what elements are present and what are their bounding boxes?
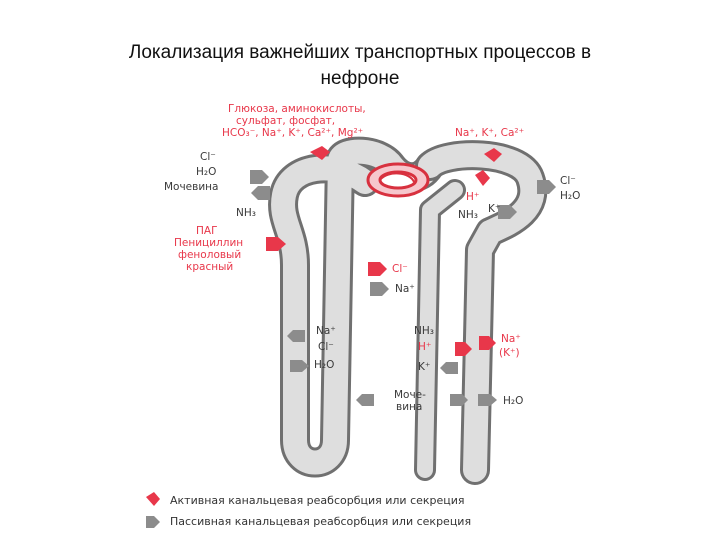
legend-passive-label: Пассивная канальцевая реабсорбция или се…	[170, 515, 471, 528]
legend-passive-swatch	[146, 516, 160, 528]
passive-arrows	[250, 170, 556, 406]
arrow-active-cd-h	[455, 342, 472, 356]
top-red-line-1: Глюкоза, аминокислоты,	[228, 103, 366, 115]
arrow-active-dct-h	[475, 170, 490, 186]
legend: Активная канальцевая реабсорбция или сек…	[146, 492, 471, 528]
label-desc-cl: Cl⁻	[318, 341, 334, 353]
label-desc-h2o: H₂O	[314, 359, 334, 371]
distal-tubule-substances: H⁺ NH₃ K⁺ Cl⁻ H₂O	[458, 175, 580, 221]
arrow-passive-cd-k	[440, 362, 458, 374]
title-line-2: нефроне	[320, 68, 400, 89]
label-cd-na: Na⁺	[501, 333, 521, 345]
label-asc-cl: Cl⁻	[392, 263, 408, 275]
label-dct-k: K⁺	[488, 203, 500, 215]
diagram-title: Локализация важнейших транспортных проце…	[0, 40, 720, 92]
top-right-red: Na⁺, K⁺, Ca²⁺	[455, 127, 524, 139]
title-line-1: Локализация важнейших транспортных проце…	[128, 42, 592, 63]
descending-limb-substances: Na⁺ Cl⁻ H₂O	[314, 325, 336, 371]
collecting-duct-substances: NH₃ H⁺ K⁺ Na⁺ (K⁺) Моче- вина H₂O	[394, 325, 523, 413]
nephron-tubules	[268, 136, 548, 485]
arrow-passive-left-urea	[251, 186, 270, 200]
label-cd-nh3: NH₃	[414, 325, 434, 337]
top-substances: Глюкоза, аминокислоты, сульфат, фосфат, …	[222, 103, 524, 139]
legend-active-label: Активная канальцевая реабсорбция или сек…	[170, 494, 465, 507]
label-pag-1: ПАГ	[196, 225, 217, 237]
label-left-h2o: H₂O	[196, 166, 216, 178]
arrow-passive-cd-h2o	[478, 394, 497, 406]
label-cd-k: K⁺	[418, 361, 430, 373]
label-cd-k-paren: (K⁺)	[499, 347, 520, 359]
label-left-cl: Cl⁻	[200, 151, 216, 163]
label-cd-h: H⁺	[418, 341, 431, 353]
label-left-urea: Мочевина	[164, 181, 218, 193]
label-right-h2o: H₂O	[560, 190, 580, 202]
label-dct-nh3: NH₃	[458, 209, 478, 221]
arrow-passive-asc-na	[370, 282, 389, 296]
legend-active-swatch	[146, 492, 160, 506]
label-dct-h: H⁺	[466, 191, 479, 203]
arrow-passive-cd-urea-right	[450, 394, 468, 406]
label-cd-urea-2: вина	[396, 401, 422, 413]
arrow-passive-desc-h2o	[290, 360, 309, 372]
arrow-active-asc-cl	[368, 262, 387, 276]
arrow-active-top-right	[484, 148, 502, 162]
label-left-nh3: NH₃	[236, 207, 256, 219]
label-right-cl: Cl⁻	[560, 175, 576, 187]
proximal-tubule-loop-fill	[271, 139, 442, 475]
distal-collecting-fill	[418, 143, 545, 482]
label-desc-na: Na⁺	[316, 325, 336, 337]
label-pag-4: красный	[186, 261, 233, 273]
ascending-limb-fill	[417, 182, 463, 478]
label-pag-3: феноловый	[178, 249, 241, 261]
top-red-line-3: HCO₃⁻, Na⁺, K⁺, Ca²⁺, Mg²⁺	[222, 127, 363, 139]
arrow-active-top-left	[310, 146, 330, 160]
arrow-passive-desc-na	[287, 330, 305, 342]
label-pag-2: Пенициллин	[174, 237, 243, 249]
arrow-passive-left-cl	[250, 170, 269, 184]
label-cd-urea-1: Моче-	[394, 389, 426, 401]
ascending-limb-substances: Cl⁻ Na⁺	[392, 263, 415, 295]
arrow-active-pag	[266, 237, 286, 251]
label-cd-h2o: H₂O	[503, 395, 523, 407]
arrow-passive-dct-k	[498, 205, 517, 219]
arrow-passive-cd-urea-left	[356, 394, 374, 406]
left-substances: Cl⁻ H₂O Мочевина NH₃ ПАГ Пенициллин фено…	[164, 151, 256, 273]
arrow-active-cd-na	[479, 336, 496, 350]
active-arrows	[266, 146, 502, 356]
glomerulus	[366, 162, 430, 198]
arrow-passive-right-cl	[537, 180, 556, 194]
top-red-line-2: сульфат, фосфат,	[236, 115, 335, 127]
label-asc-na: Na⁺	[395, 283, 415, 295]
